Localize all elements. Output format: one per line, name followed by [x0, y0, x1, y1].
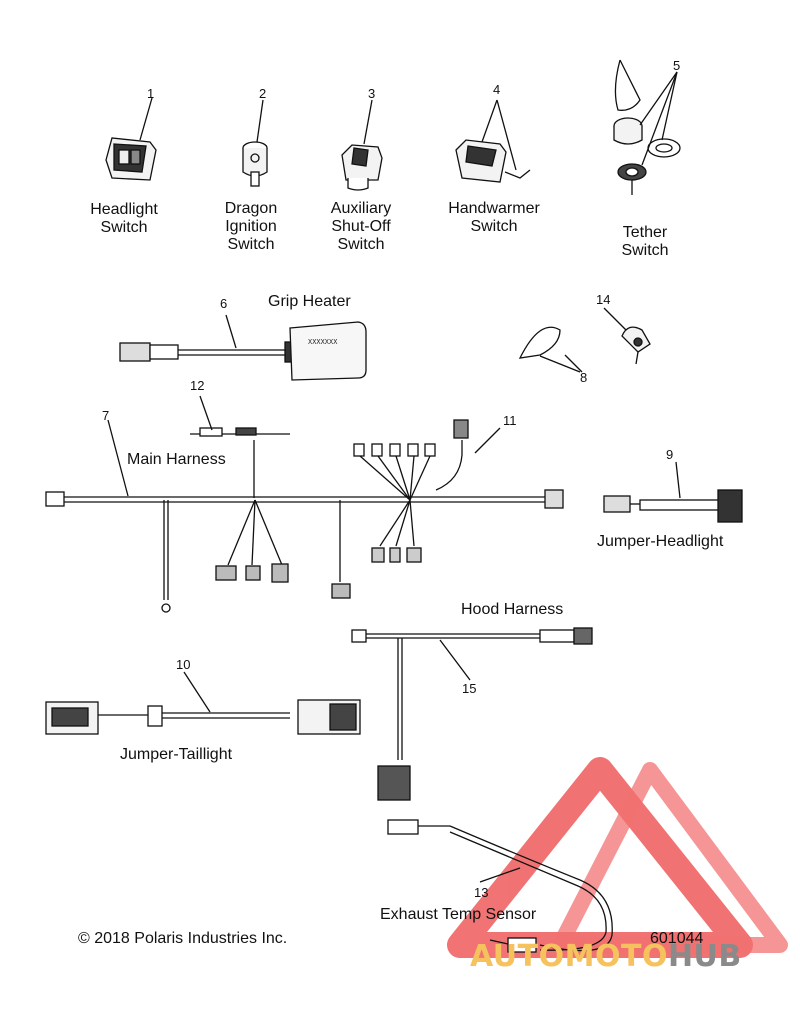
label-line: Ignition [225, 218, 277, 235]
part-number-13: 13 [474, 885, 489, 900]
part-number-14: 14 [596, 292, 611, 307]
tether-switch [613, 59, 681, 195]
label-dragon-ignition-switch: Dragon Ignition Switch [206, 200, 296, 254]
diagram-id: 601044 [650, 930, 704, 947]
part-number-9: 9 [666, 447, 674, 462]
label-grip-heater: Grip Heater [268, 293, 351, 310]
label-line: Shut-Off [331, 218, 391, 235]
label-line: Auxiliary [330, 200, 392, 217]
watermark-part2: HUB [667, 939, 742, 974]
auxiliary-shutoff-switch [341, 99, 383, 191]
clip-part-14 [603, 307, 651, 365]
label-tether-switch: Tether Switch [600, 224, 690, 260]
part-number-10: 10 [176, 657, 191, 672]
part-number-8: 8 [580, 370, 588, 385]
part-number-15: 15 [462, 681, 477, 696]
jumper-headlight [603, 461, 743, 523]
watermark-logo [447, 757, 788, 958]
part-number-7: 7 [102, 408, 110, 423]
hood-harness [351, 627, 593, 801]
heater-marking: XXXXXXX [308, 339, 338, 347]
label-line: Headlight [90, 201, 158, 218]
part-number-12: 12 [190, 378, 205, 393]
part-number-6: 6 [220, 296, 228, 311]
part-number-3: 3 [368, 86, 376, 101]
part-number-1: 1 [147, 86, 155, 101]
watermark-text: AUTOMOTOHUB [470, 939, 742, 974]
fuse-part-12 [190, 395, 290, 437]
part-number-5: 5 [673, 58, 681, 73]
handwarmer-switch [455, 99, 531, 183]
dragon-ignition-switch [242, 99, 268, 187]
label-line: Switch [470, 218, 518, 235]
label-headlight-switch: Headlight Switch [74, 201, 174, 237]
label-line: Tether [622, 224, 668, 241]
label-line: Switch [100, 219, 148, 236]
label-jumper-headlight: Jumper-Headlight [597, 533, 724, 550]
headlight-switch [105, 97, 157, 181]
grip-heater [119, 314, 367, 381]
label-hood-harness: Hood Harness [461, 601, 564, 618]
jumper-taillight [45, 671, 361, 735]
part-number-4: 4 [493, 82, 501, 97]
part-number-11: 11 [503, 413, 517, 428]
label-auxiliary-shutoff-switch: Auxiliary Shut-Off Switch [316, 200, 406, 254]
label-main-harness: Main Harness [127, 451, 226, 468]
exhaust-temp-sensor [387, 819, 613, 953]
label-line: Switch [337, 236, 385, 253]
label-handwarmer-switch: Handwarmer Switch [436, 200, 552, 236]
label-line: Switch [621, 242, 669, 259]
cable-tie [518, 326, 583, 373]
label-line: Dragon [224, 200, 278, 217]
label-line: Switch [227, 236, 275, 253]
label-jumper-taillight: Jumper-Taillight [120, 746, 233, 763]
part-number-2: 2 [259, 86, 267, 101]
watermark-part1: AUTOMOTO [470, 939, 668, 974]
label-line: Handwarmer [448, 200, 540, 217]
copyright: © 2018 Polaris Industries Inc. [78, 930, 288, 947]
main-harness [45, 419, 564, 613]
label-exhaust-temp-sensor: Exhaust Temp Sensor [380, 906, 537, 923]
